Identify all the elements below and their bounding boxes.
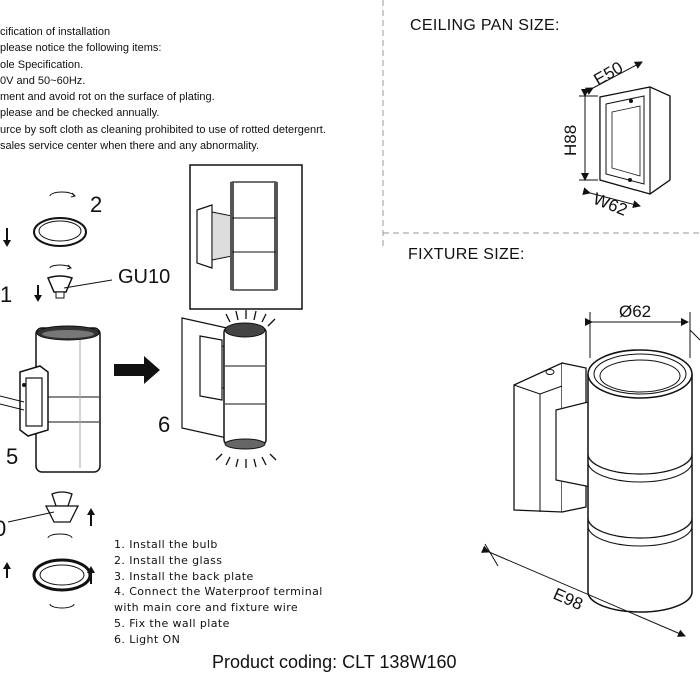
- fixture-cylinder-side: [35, 325, 101, 473]
- ceiling-pan-drawing: [599, 86, 671, 195]
- pan-e-label: E50: [591, 58, 627, 90]
- note-line: sales service center when there and any …: [0, 140, 260, 153]
- fixture-size-drawing: [513, 349, 693, 613]
- note-line: cification of installation: [0, 26, 111, 38]
- fixture-size-title: FIXTURE SIZE:: [408, 246, 525, 263]
- fixture-e-label: E98: [550, 584, 585, 614]
- light-rays-icon: [215, 310, 277, 468]
- glass-ring-icon: [33, 191, 87, 247]
- product-coding: Product coding: CLT 138W160: [212, 652, 457, 672]
- note-line: please and be checked annually.: [0, 107, 160, 120]
- step-number-1: 1: [0, 282, 13, 307]
- arrow-right-icon: [114, 356, 160, 384]
- instruction-item: 4. Connect the Waterproof terminal: [114, 585, 323, 599]
- note-line: 0V and 50~60Hz.: [0, 74, 86, 87]
- step-number-2: 2: [90, 192, 103, 217]
- installation-notes: cification of installation please notice…: [0, 24, 326, 154]
- arrow-down-icon: [3, 228, 11, 247]
- bulb-icon: [7, 491, 80, 523]
- note-line: ment and avoid rot on the surface of pla…: [0, 91, 215, 104]
- instruction-item: 5. Fix the wall plate: [114, 616, 230, 630]
- step-number-6: 6: [158, 412, 171, 437]
- instruction-item: 6. Light ON: [114, 632, 181, 646]
- fixture-dimensions: [480, 312, 700, 637]
- arrow-up-icon: [87, 508, 95, 526]
- arrow-up-icon: [87, 566, 95, 584]
- fixture-side-view-box: [189, 164, 303, 310]
- instruction-item: 3. Install the back plate: [114, 569, 254, 583]
- instruction-list: 1. Install the bulb 2. Install the glass…: [114, 537, 323, 648]
- arrow-down-icon: [34, 285, 42, 302]
- instruction-item: 1. Install the bulb: [114, 538, 218, 551]
- note-line: ole Specification.: [0, 58, 84, 71]
- ceiling-pan-dimensions: [579, 61, 643, 209]
- wall-plate-bracket: [0, 365, 49, 437]
- fixture-mounted-lit: [181, 317, 267, 450]
- step-number-0: 0: [0, 516, 7, 541]
- arrow-up-icon: [3, 562, 11, 578]
- pan-h-label: H88: [561, 125, 580, 156]
- instruction-item: with main core and fixture wire: [114, 601, 299, 615]
- note-line: please notice the following items:: [0, 42, 162, 55]
- glass-ring-icon: [32, 533, 92, 609]
- bulb-icon: [46, 264, 113, 299]
- bulb-type-label: GU10: [118, 266, 171, 288]
- note-line: urce by soft cloth as cleaning prohibite…: [0, 123, 326, 136]
- ceiling-pan-title: CEILING PAN SIZE:: [410, 17, 560, 34]
- fixture-diameter-label: Ø62: [619, 302, 651, 321]
- instruction-item: 2. Install the glass: [114, 553, 223, 567]
- pan-w-label: W62: [591, 189, 631, 220]
- step-number-5: 5: [6, 444, 19, 469]
